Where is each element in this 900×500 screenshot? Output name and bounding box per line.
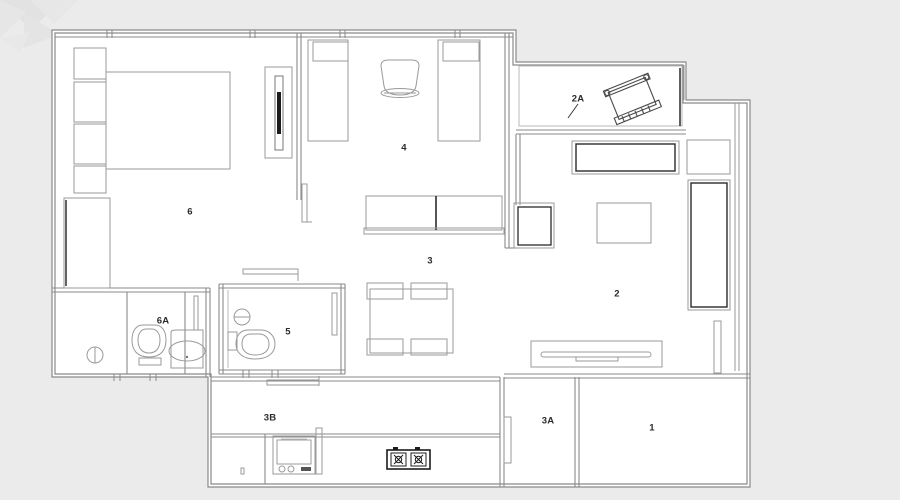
dining-chair-4 [410,338,448,356]
room-3b-fixtures [240,427,431,475]
room-label-5: 5 [285,327,291,338]
sofa-top [571,140,680,175]
room-6a-fixtures [86,295,206,369]
pillow-1 [73,47,107,80]
nightstand-left [63,197,111,289]
room-label-4: 4 [401,143,407,154]
appliance [272,435,316,475]
door-6a [193,295,199,331]
room-label-2: 2 [614,289,619,300]
room-5-fixtures [227,290,338,368]
wardrobe-sliding [264,66,293,159]
right-windows [683,65,740,371]
toilet-6a [131,324,167,358]
dining-chair-2 [410,282,448,300]
room-label-3: 3 [427,256,432,267]
room-2-furniture [530,139,731,374]
dining-chair-1 [366,282,404,300]
watermark-triangles [0,0,78,52]
side-table [513,202,555,249]
coffee-table [596,202,652,244]
corner-table [686,139,731,175]
cooktop [386,449,431,470]
dining-chair-3 [366,338,404,356]
right-panel [713,320,722,374]
window-openings [55,30,513,381]
room-6-furniture [63,47,293,289]
counter-post [315,427,323,475]
room-2a-balcony [518,65,683,127]
room-3-furniture [242,195,555,386]
toilet-cistern-6a [138,357,162,366]
appliance-dial-1 [278,465,286,473]
pillow-left [312,41,349,62]
single-bed-right [437,39,481,142]
appliance-dial-2 [287,465,295,473]
room-label-3b: 3B [264,413,277,424]
room-label-2a: 2A [572,94,585,105]
toilet-cistern-5 [227,331,238,351]
door-5 [331,292,338,336]
tv-cabinet [530,340,663,368]
sofa-right [687,179,731,311]
room-3a-fixtures [503,416,512,464]
counter-notch [240,467,245,475]
pillow-right [442,41,480,62]
label-leader-2a [567,103,579,119]
tv-stand [575,356,619,362]
room-label-6a: 6A [157,316,170,327]
room-label-1: 1 [649,423,655,434]
room-label-6: 6 [187,207,192,218]
lounge-chair [602,72,663,126]
3a-panel [503,416,512,464]
room-4-furniture [307,39,481,142]
pillow-4 [73,165,107,194]
desk-chair [380,59,420,96]
basin-6a [168,340,206,362]
room-labels: 6 4 3 2A 2 6A 5 3B 3A 1 [157,94,655,434]
single-bed-left [307,39,349,142]
appliance-window [276,439,312,465]
double-bed [105,71,231,170]
sofa-front-rail [363,227,505,235]
room-label-3a: 3A [542,416,555,427]
door-bedroom-6 [301,183,312,223]
chair-base [380,88,420,98]
